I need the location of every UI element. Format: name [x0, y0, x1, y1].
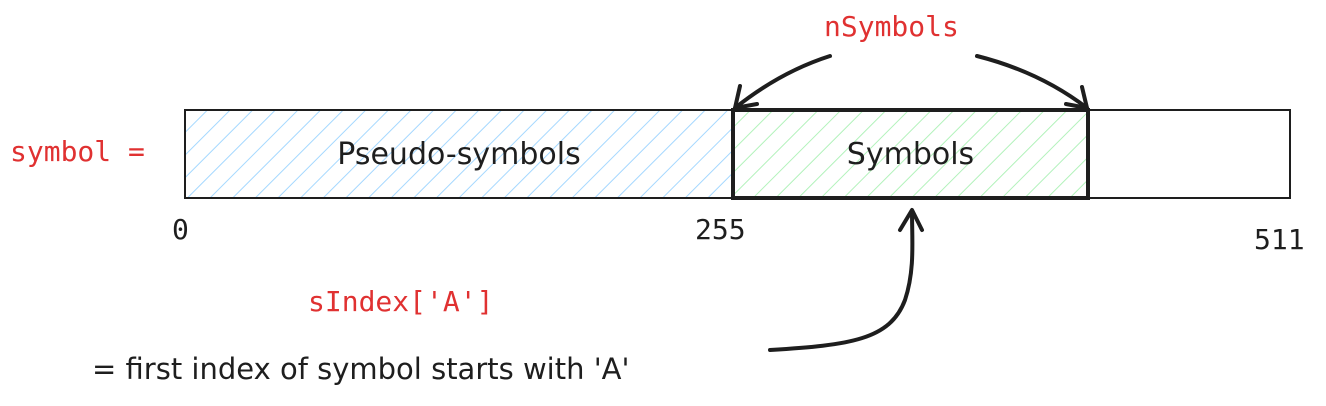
nsymbols-right-arrow: [975, 54, 1089, 110]
sindex-caption: = first index of symbol starts with 'A': [92, 352, 630, 386]
pseudo-symbols-segment: [184, 109, 734, 199]
nsymbols-right-arrowhead: [1064, 85, 1089, 110]
tick-label-0: 0: [172, 213, 189, 246]
sindex-label: sIndex['A']: [308, 285, 494, 318]
empty-segment: [1087, 109, 1291, 199]
symbols-label: Symbols: [733, 110, 1088, 198]
symbols-segment: [731, 108, 1090, 200]
nsymbols-label: nSymbols: [824, 10, 959, 43]
nsymbols-left-arrowhead: [733, 84, 759, 110]
tick-label-255: 255: [695, 213, 746, 246]
symbols-text: Symbols: [846, 136, 975, 172]
nsymbols-left-arrow: [733, 54, 832, 110]
sindex-arrow: [768, 210, 915, 352]
pseudo-symbols-text: Pseudo-symbols: [337, 136, 581, 172]
sindex-arrowhead: [898, 208, 924, 232]
tick-label-511: 511: [1254, 223, 1305, 256]
symbol-label: symbol =: [10, 135, 145, 168]
pseudo-symbols-label: Pseudo-symbols: [185, 110, 733, 198]
